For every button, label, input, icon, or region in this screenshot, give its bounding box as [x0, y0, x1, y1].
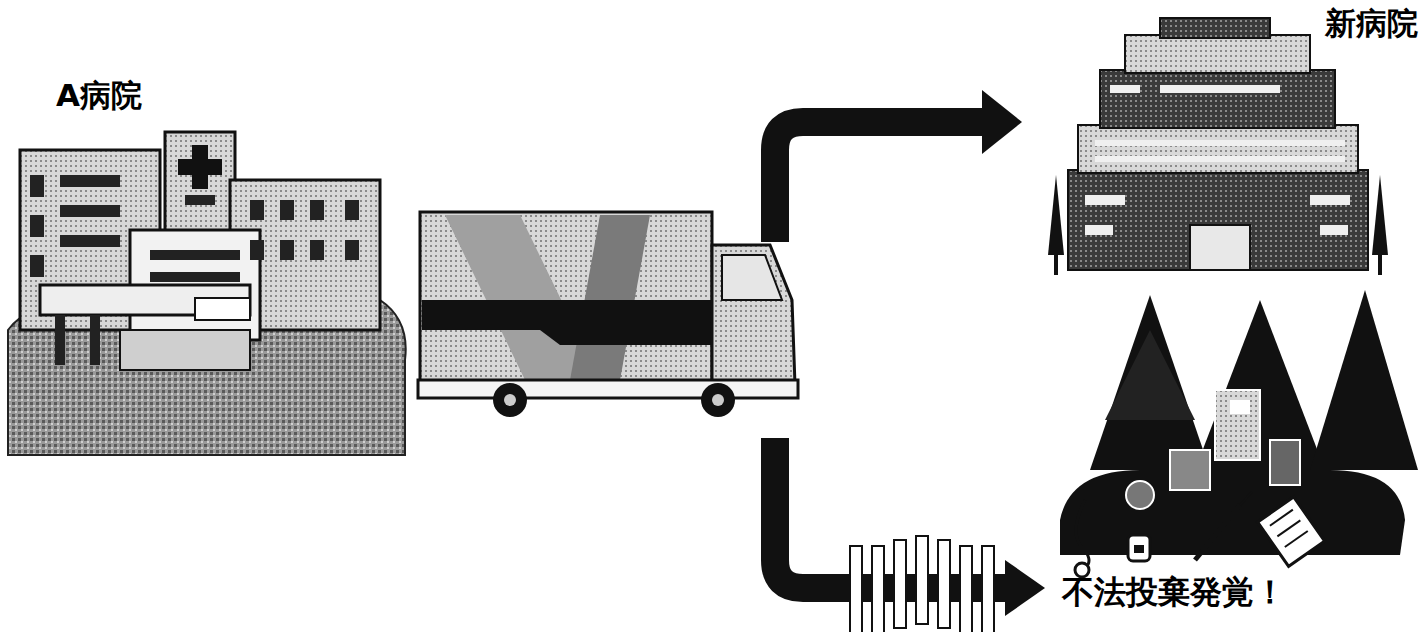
top-floor: [1125, 35, 1310, 73]
arrowhead: [1005, 560, 1045, 616]
wheel: [493, 383, 527, 417]
windows: [1085, 85, 1350, 235]
tree: [1090, 295, 1210, 470]
node-label: 不法投棄発覚！: [1062, 574, 1286, 611]
dumped-item: [1170, 450, 1210, 490]
arrow-to-new-hospital: [775, 122, 985, 242]
label-node: 不法投棄発覚！: [1058, 572, 1290, 613]
tree: [1048, 175, 1064, 255]
arrowhead: [982, 90, 1022, 154]
dumped-item: [1270, 440, 1300, 485]
pillar: [55, 315, 65, 365]
node-label: 新病院: [1325, 6, 1418, 42]
hospital-a-illustration: [8, 132, 406, 455]
cab: [712, 245, 795, 385]
cargo-box: [420, 212, 712, 382]
dumped-item: [1126, 481, 1154, 509]
upper-floor: [1100, 70, 1335, 128]
base-floor: [1068, 170, 1368, 270]
dumped-cabinet: [1215, 390, 1260, 460]
tree: [1310, 290, 1418, 470]
syringe: [1195, 505, 1240, 560]
roof: [1160, 18, 1270, 38]
medicine-bottle: [1128, 535, 1150, 561]
black-band: [422, 300, 712, 345]
windows: [30, 175, 359, 282]
tree: [1372, 175, 1388, 255]
chassis: [418, 380, 798, 398]
entrance-sign: [195, 298, 250, 320]
tower: [165, 132, 235, 242]
cross-symbol: [178, 145, 222, 189]
entrance: [1190, 225, 1250, 270]
entrance-hall: [120, 330, 250, 370]
x-ray-film: [1258, 497, 1325, 566]
new-hospital-illustration: [1048, 18, 1388, 275]
flow-arrows: [775, 90, 1045, 632]
tree: [1195, 300, 1325, 470]
wheel: [701, 383, 735, 417]
cab-window: [722, 255, 782, 300]
label-node: 新病院: [1321, 4, 1422, 44]
label-node: A病院: [52, 76, 146, 116]
fence-barrier: [850, 536, 994, 632]
stethoscope: [1076, 500, 1089, 568]
middle-floor: [1078, 125, 1358, 173]
arrow-to-dumping: [775, 438, 1008, 588]
stripe: [570, 215, 650, 380]
truck-illustration: [418, 212, 798, 417]
pillar: [90, 315, 100, 365]
illegal-dumping-illustration: [1060, 290, 1418, 577]
node-label: A病院: [56, 78, 142, 114]
